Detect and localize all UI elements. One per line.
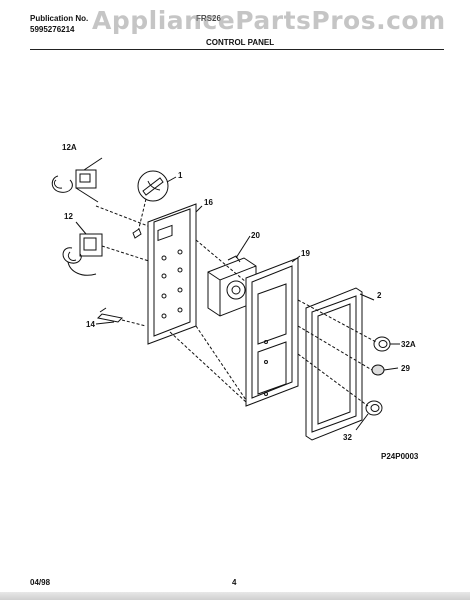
footer-date: 04/98 [30,578,51,587]
publication-label: Publication No. [30,14,89,23]
part-2-trim-frame [305,287,375,441]
callout-14: 14 [86,320,95,329]
alignment-lines [95,205,377,407]
watermark: AppliancePartsPros.com [92,6,446,35]
part-1-detail [132,170,177,239]
part-29-bushing [371,364,399,376]
callout-12: 12 [64,212,73,221]
callout-1: 1 [178,171,183,180]
part-16-bracket [147,203,203,345]
page-number: 4 [232,578,237,587]
model-number: FRS26 [196,14,221,23]
part-14-terminal [95,307,147,327]
part-20-control-box [207,235,257,317]
callout-32a: 32A [401,340,416,349]
callout-2: 2 [377,291,382,300]
part-19-panel-frame [245,255,301,407]
callout-29: 29 [401,364,410,373]
part-12-control [62,221,153,276]
publication-number: 5995276214 [30,25,75,34]
figure-code: P24P0003 [381,452,419,461]
callout-19: 19 [301,249,310,258]
callout-16: 16 [204,198,213,207]
header-rule [30,49,444,50]
callout-12a: 12A [62,143,77,152]
section-title: CONTROL PANEL [206,38,275,47]
callout-32: 32 [343,433,352,442]
part-32a-knob [373,336,400,352]
part-12a-thermostat [51,157,103,203]
callout-20: 20 [251,231,260,240]
bottom-edge-strip [0,592,470,600]
part-32-knob [355,400,383,431]
